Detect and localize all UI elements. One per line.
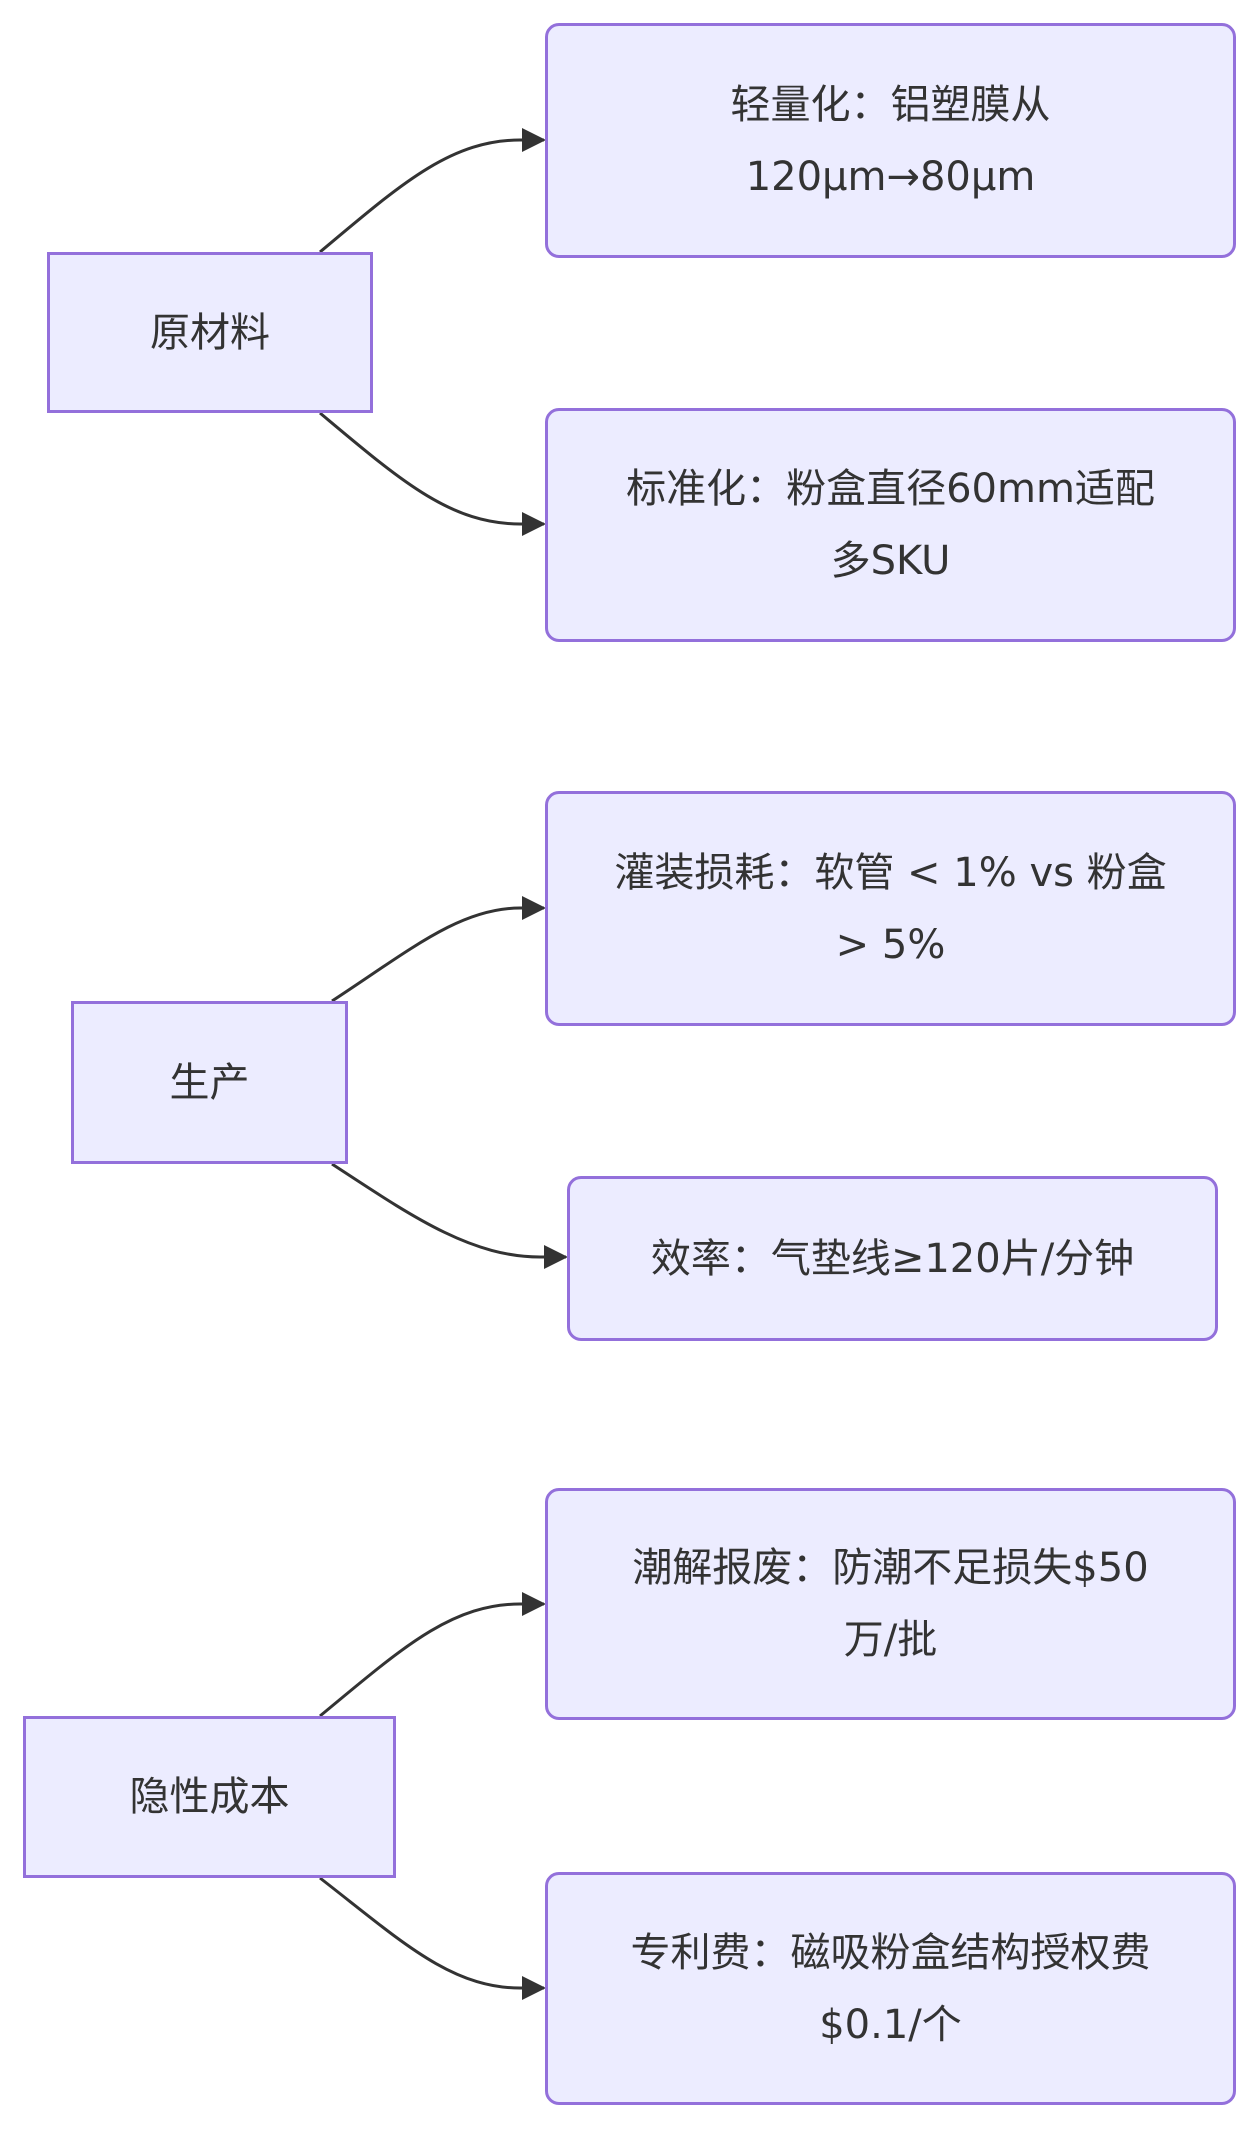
- edge-production-to-efficiency: [331, 1162, 568, 1269]
- edge-hidden-cost-to-patent-fee: [319, 1876, 546, 2000]
- edge-raw-materials-to-standardization: [319, 411, 546, 536]
- node-label: 隐性成本: [129, 1774, 290, 1820]
- node-label: 生产: [169, 1059, 250, 1106]
- node-label: 潮解报废：防潮不足损失$50万/批: [632, 1545, 1149, 1663]
- edge-production-to-filling-loss: [331, 896, 546, 1003]
- node-production[interactable]: 生产: [71, 1001, 348, 1164]
- node-moisture-scrap[interactable]: 潮解报废：防潮不足损失$50万/批: [545, 1488, 1236, 1720]
- node-raw-materials[interactable]: 原材料: [47, 252, 373, 413]
- edge-hidden-cost-to-moisture-scrap: [319, 1592, 546, 1718]
- node-label: 专利费：磁吸粉盒结构授权费$0.1/个: [630, 1929, 1151, 2048]
- node-patent-fee[interactable]: 专利费：磁吸粉盒结构授权费$0.1/个: [545, 1872, 1236, 2105]
- node-label: 原材料: [150, 309, 270, 356]
- edge-raw-materials-to-lightweight: [319, 128, 546, 254]
- node-label: 轻量化：铝塑膜从120μm→80μm: [730, 81, 1051, 200]
- node-lightweight[interactable]: 轻量化：铝塑膜从120μm→80μm: [545, 23, 1236, 258]
- node-hidden-cost[interactable]: 隐性成本: [23, 1716, 396, 1878]
- node-label: 标准化：粉盒直径60mm适配多SKU: [626, 466, 1155, 584]
- node-label: 灌装损耗：软管 < 1% vs 粉盒 > 5%: [614, 849, 1167, 968]
- node-efficiency[interactable]: 效率：气垫线≥120片/分钟: [567, 1176, 1218, 1341]
- node-standardization[interactable]: 标准化：粉盒直径60mm适配多SKU: [545, 408, 1236, 642]
- node-filling-loss[interactable]: 灌装损耗：软管 < 1% vs 粉盒 > 5%: [545, 791, 1236, 1026]
- node-label: 效率：气垫线≥120片/分钟: [650, 1235, 1135, 1282]
